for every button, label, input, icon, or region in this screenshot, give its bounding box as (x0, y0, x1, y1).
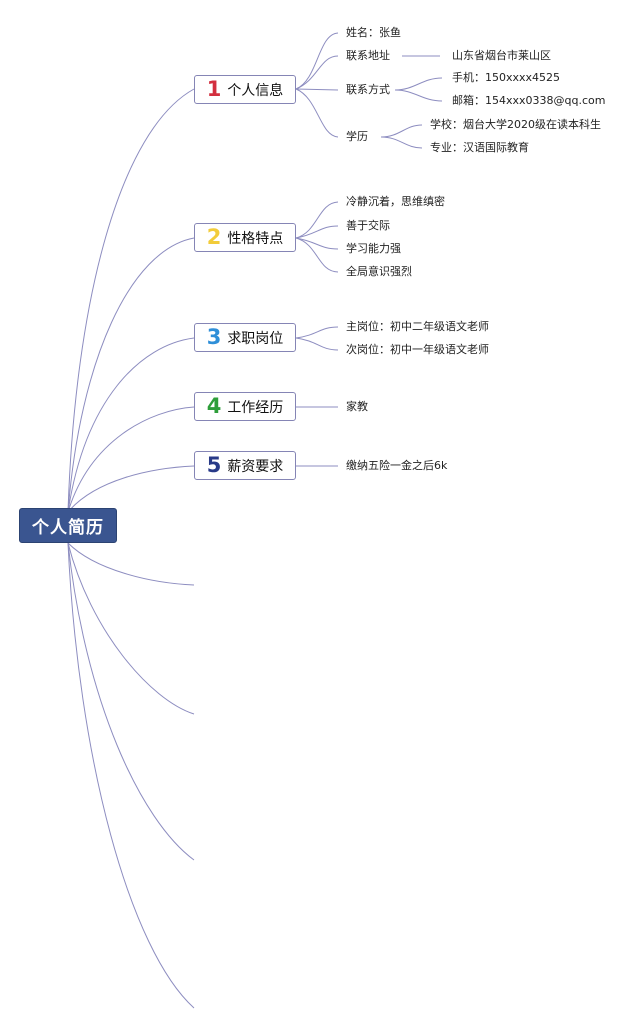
connector-root-empty-4 (67, 542, 195, 1009)
connector-b2-item-3 (295, 237, 339, 250)
leaf-address-label[interactable]: 联系地址 (346, 49, 390, 62)
connector-root-empty-3 (67, 542, 195, 861)
branch-job-position[interactable]: 3 求职岗位 (194, 323, 296, 352)
leaf-position[interactable]: 次岗位：初中一年级语文老师 (346, 343, 489, 356)
leaf-school[interactable]: 学校：烟台大学2020级在读本科生 (430, 118, 601, 131)
connector-b1-address (295, 55, 339, 90)
branch-label: 求职岗位 (227, 330, 284, 347)
branch-label: 性格特点 (227, 230, 284, 247)
branch-label: 工作经历 (227, 399, 284, 416)
connector-root-branch-2 (67, 237, 195, 513)
root-label: 个人简历 (32, 518, 104, 538)
leaf-major[interactable]: 专业：汉语国际教育 (430, 141, 529, 154)
branch-work-experience[interactable]: 4 工作经历 (194, 392, 296, 421)
leaf-name[interactable]: 姓名：张鱼 (346, 26, 401, 39)
leaf-phone[interactable]: 手机：150xxxx4525 (452, 71, 561, 84)
connector-root-branch-5 (67, 465, 195, 513)
leaf-contact-label[interactable]: 联系方式 (346, 83, 390, 96)
branch-personal-info[interactable]: 1 个人信息 (194, 75, 296, 104)
leaf-trait[interactable]: 善于交际 (346, 219, 390, 232)
connector-b1-edu (295, 88, 339, 138)
connector-root-empty-1 (67, 542, 195, 586)
connector-b2-item-4 (295, 237, 339, 273)
connector-contact-email (394, 89, 443, 102)
connector-b1-name (295, 32, 339, 90)
branch-number: 1 (206, 77, 222, 101)
branch-number: 5 (206, 453, 222, 477)
leaf-salary[interactable]: 缴纳五险一金之后6k (346, 459, 448, 472)
connector-b3-item-1 (295, 326, 339, 339)
connector-root-branch-3 (67, 337, 195, 513)
connector-root-empty-2 (67, 542, 195, 715)
connector-b2-item-2 (295, 225, 339, 239)
connector-b3-item-2 (295, 337, 339, 351)
connector-edu-school (380, 124, 423, 138)
leaf-trait[interactable]: 冷静沉着，思维缜密 (346, 195, 445, 208)
branch-label: 薪资要求 (227, 458, 284, 475)
branch-salary[interactable]: 5 薪资要求 (194, 451, 296, 480)
connector-b1-contact (295, 88, 339, 91)
branch-personality[interactable]: 2 性格特点 (194, 223, 296, 252)
connector-b2-item-1 (295, 201, 339, 239)
branch-number: 2 (206, 225, 222, 249)
connector-root-branch-1 (67, 88, 195, 513)
leaf-experience[interactable]: 家教 (346, 400, 368, 413)
leaf-email[interactable]: 邮箱：154xxx0338@qq.com (452, 94, 606, 107)
connector-contact-phone (394, 77, 443, 91)
branch-number: 3 (206, 325, 222, 349)
leaf-education-label[interactable]: 学历 (346, 130, 368, 143)
leaf-trait[interactable]: 全局意识强烈 (346, 265, 412, 278)
root-node[interactable]: 个人简历 (19, 508, 117, 543)
branch-number: 4 (206, 394, 222, 418)
connector-edu-major (380, 136, 423, 149)
connector-root-branch-4 (67, 406, 195, 513)
leaf-position[interactable]: 主岗位：初中二年级语文老师 (346, 320, 489, 333)
leaf-trait[interactable]: 学习能力强 (346, 242, 401, 255)
branch-label: 个人信息 (227, 82, 284, 99)
leaf-address-value[interactable]: 山东省烟台市莱山区 (452, 49, 551, 62)
